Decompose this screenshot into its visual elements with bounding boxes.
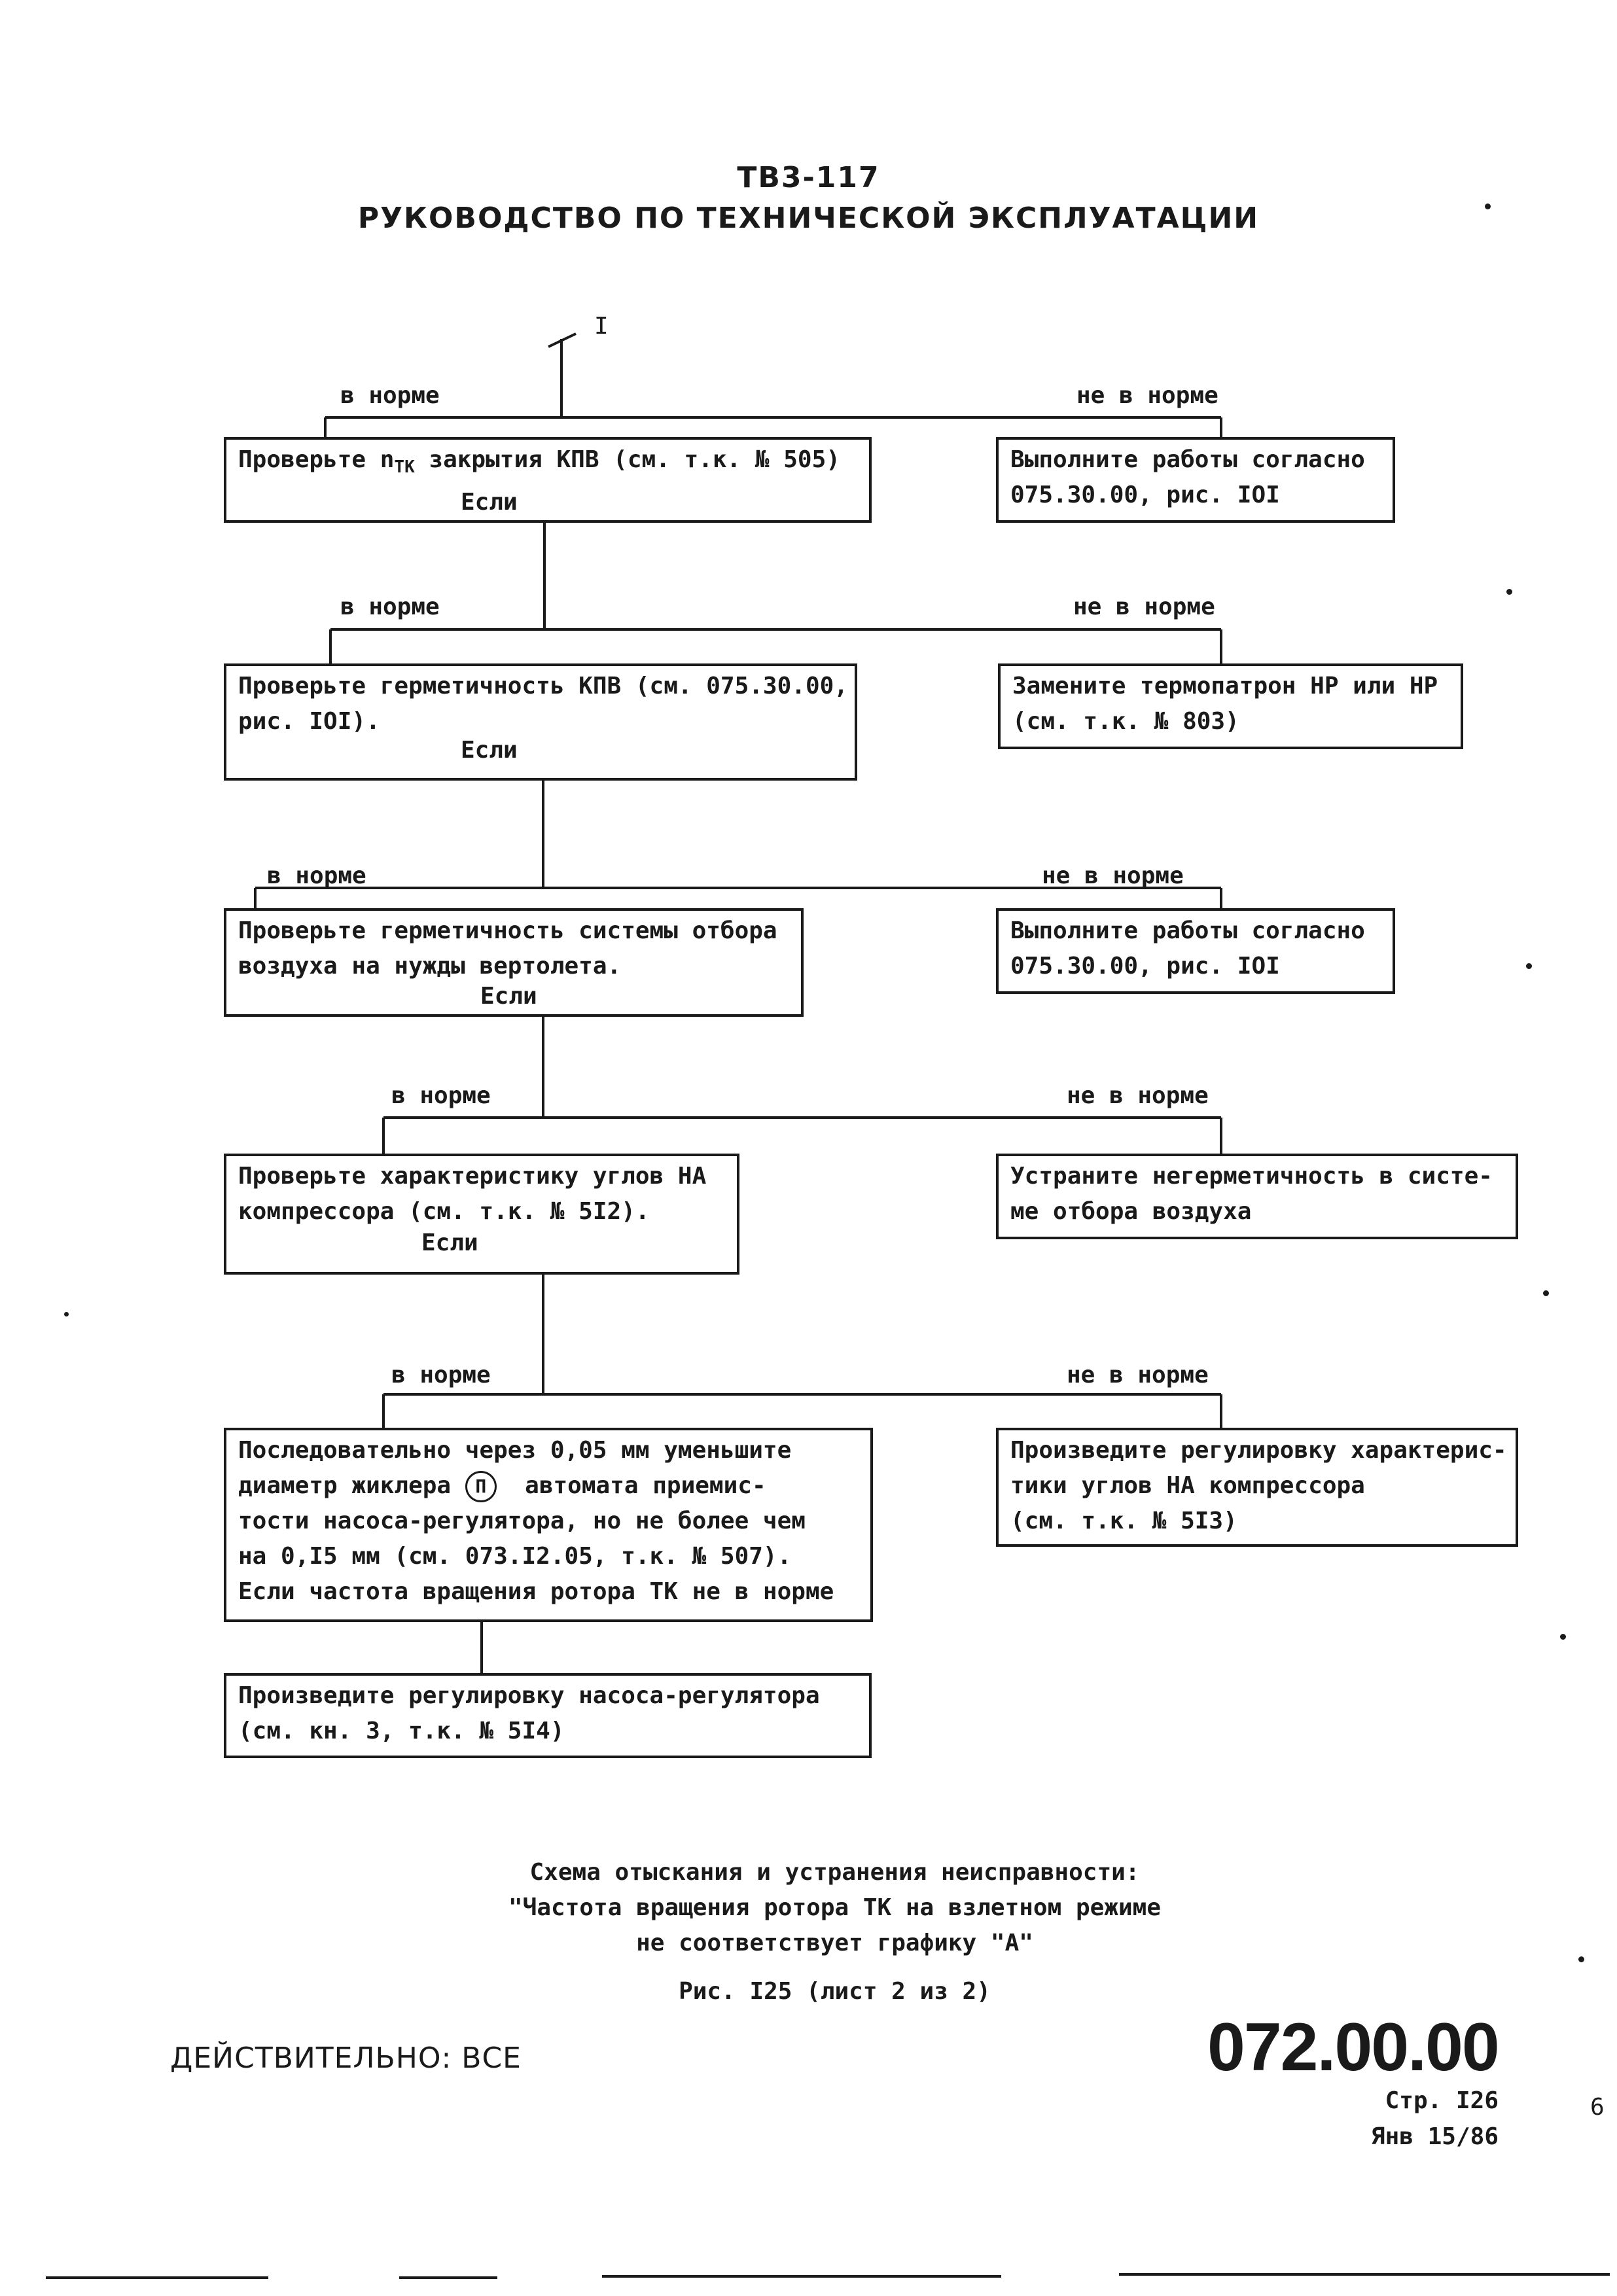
final-action-line: Произведите регулировку насоса-регулятор…	[238, 1682, 820, 1709]
caption-line-3: не соответствует графику "А"	[636, 1930, 1033, 1956]
fault-action-line: 075.30.00, рис. IOI	[1010, 482, 1280, 508]
fault-action-box-3: Выполните работы согласно 075.30.00, рис…	[996, 908, 1395, 994]
caption-line-2: "Частота вращения ротора ТК на взлетном …	[508, 1894, 1161, 1921]
fault-action-line: ме отбора воздуха	[1010, 1198, 1252, 1225]
document-code: ТВ3-117	[737, 161, 880, 194]
figure-label: Рис. I25 (лист 2 из 2)	[679, 1978, 991, 2005]
fault-action-box-2: Замените термопатрон НР или НР (см. т.к.…	[998, 663, 1463, 749]
ok-label-1: в норме	[340, 382, 440, 409]
not-ok-label-1: не в норме	[1076, 382, 1218, 409]
ok-label-4: в норме	[391, 1082, 491, 1109]
margin-mark: 6	[1590, 2094, 1605, 2121]
fault-action-line: 075.30.00, рис. IOI	[1010, 953, 1280, 980]
condition-label: Если	[461, 489, 518, 516]
jet-marker-icon: П	[465, 1471, 497, 1502]
check-text-line: Проверьте nТК закрытия КПВ (см. т.к. № 5…	[238, 442, 857, 485]
final-action-box: Произведите регулировку насоса-регулятор…	[224, 1673, 872, 1758]
entry-marker: I	[594, 313, 609, 340]
not-ok-label-2: не в норме	[1073, 593, 1215, 620]
scan-speck	[1526, 963, 1532, 969]
fault-action-line: Выполните работы согласно	[1010, 917, 1365, 944]
caption-line-1: Схема отыскания и устранения неисправнос…	[529, 1859, 1140, 1886]
check-text-line: Последовательно через 0,05 мм уменьшите	[238, 1437, 792, 1464]
scan-speck	[1506, 589, 1512, 595]
check-text-line: рис. IOI).	[238, 708, 380, 735]
check-text-part: автомата приемис-	[525, 1472, 766, 1499]
check-text-line: диаметр жиклера П автомата приемис-	[238, 1468, 859, 1504]
scan-speck	[1578, 1956, 1584, 1962]
fault-action-box-1: Выполните работы согласно 075.30.00, рис…	[996, 437, 1395, 523]
check-box-4: Проверьте характеристику углов НА компре…	[224, 1154, 739, 1275]
fault-action-box-4: Устраните негерметичность в систе- ме от…	[996, 1154, 1518, 1239]
check-box-5: Последовательно через 0,05 мм уменьшите …	[224, 1428, 873, 1622]
scan-speck	[1485, 203, 1491, 209]
check-text-rest: закрытия КПВ (см. т.к. № 505)	[414, 446, 840, 473]
check-text-subscript: ТК	[394, 457, 415, 478]
check-text-part: диаметр жиклера	[238, 1472, 452, 1499]
fault-action-line: тики углов НА компрессора	[1010, 1472, 1365, 1499]
condition-label: Если частота вращения ротора ТК не в нор…	[238, 1578, 834, 1605]
revision-date: Янв 15/86	[1370, 2123, 1499, 2150]
fault-action-line: (см. т.к. № 803)	[1012, 708, 1239, 735]
page-number: Стр. I26	[1385, 2087, 1499, 2114]
ok-label-2: в норме	[340, 593, 440, 620]
fault-action-line: Устраните негерметичность в систе-	[1010, 1163, 1493, 1190]
check-box-2: Проверьте герметичность КПВ (см. 075.30.…	[224, 663, 857, 781]
scan-speck	[1543, 1290, 1549, 1296]
connector-entry-tick	[548, 332, 577, 348]
check-text-line: воздуха на нужды вертолета.	[238, 953, 622, 980]
final-action-line: (см. кн. 3, т.к. № 5I4)	[238, 1718, 565, 1744]
check-box-3: Проверьте герметичность системы отбора в…	[224, 908, 804, 1017]
document-title: РУКОВОДСТВО ПО ТЕХНИЧЕСКОЙ ЭКСПЛУАТАЦИИ	[357, 202, 1260, 235]
check-box-1: Проверьте nТК закрытия КПВ (см. т.к. № 5…	[224, 437, 872, 523]
ok-label-3: в норме	[267, 862, 366, 889]
check-text-line: Проверьте характеристику углов НА	[238, 1163, 707, 1190]
check-text-line: Проверьте герметичность системы отбора	[238, 917, 777, 944]
check-text-prefix: Проверьте n	[238, 446, 395, 473]
check-text-line: тости насоса-регулятора, но не более чем	[238, 1508, 806, 1534]
check-text-line: на 0,I5 мм (см. 073.I2.05, т.к. № 507).	[238, 1543, 792, 1570]
document-number: 072.00.00	[1207, 2009, 1500, 2085]
condition-label: Если	[421, 1229, 478, 1256]
validity-note: ДЕЙСТВИТЕЛЬНО: ВСЕ	[170, 2041, 522, 2075]
not-ok-label-5: не в норме	[1067, 1362, 1209, 1388]
condition-label: Если	[461, 737, 518, 764]
check-text-line: Проверьте герметичность КПВ (см. 075.30.…	[238, 673, 848, 699]
scan-speck	[1560, 1634, 1566, 1640]
condition-label: Если	[480, 983, 537, 1010]
ok-label-5: в норме	[391, 1362, 491, 1388]
check-text-line: компрессора (см. т.к. № 5I2).	[238, 1198, 650, 1225]
scan-speck	[64, 1312, 69, 1316]
fault-action-line: (см. т.к. № 5I3)	[1010, 1508, 1237, 1534]
fault-action-line: Замените термопатрон НР или НР	[1012, 673, 1438, 699]
not-ok-label-4: не в норме	[1067, 1082, 1209, 1109]
fault-action-box-5: Произведите регулировку характерис- тики…	[996, 1428, 1518, 1547]
not-ok-label-3: не в норме	[1042, 862, 1184, 889]
fault-action-line: Выполните работы согласно	[1010, 446, 1365, 473]
fault-action-line: Произведите регулировку характерис-	[1010, 1437, 1507, 1464]
